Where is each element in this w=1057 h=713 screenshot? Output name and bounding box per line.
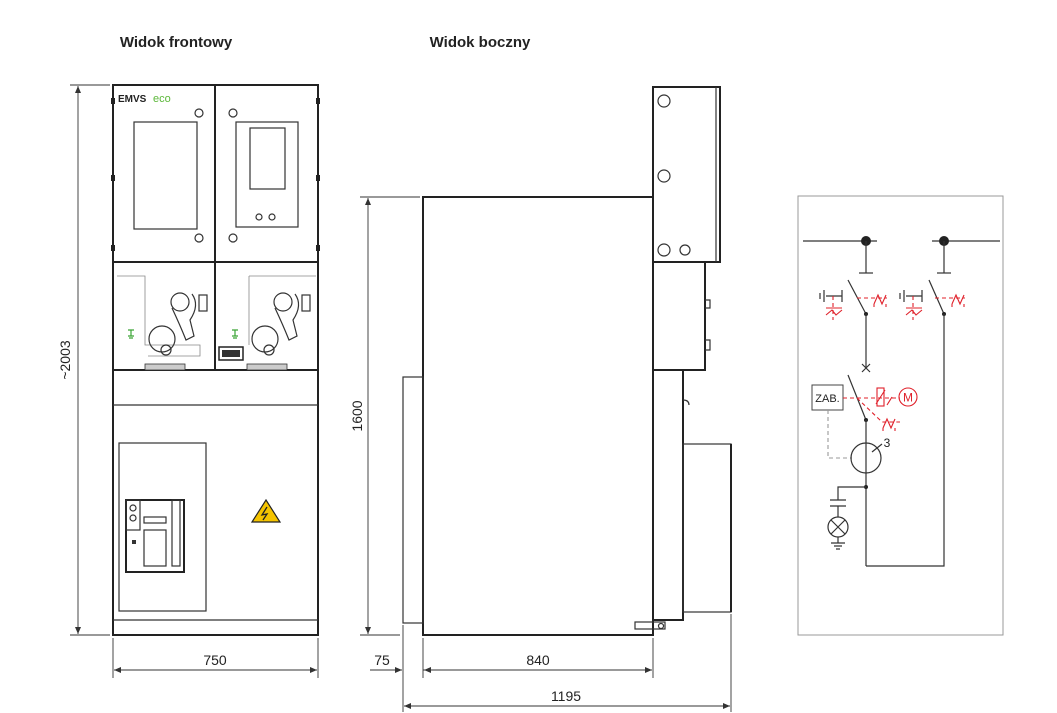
single-line-schematic: ZAB. M 3 — [797, 195, 1004, 636]
svg-text:1600: 1600 — [349, 400, 365, 431]
front-door-plate — [402, 376, 424, 624]
svg-text:840: 840 — [526, 652, 550, 668]
door-screw-icon — [228, 108, 238, 118]
dimension-height-total: ~2003 — [57, 84, 110, 636]
svg-text:1195: 1195 — [551, 688, 581, 704]
dimension-depth-total: 1195 — [404, 614, 732, 712]
dimension-side-height: 1600 — [349, 196, 420, 636]
side-view — [402, 86, 732, 636]
svg-text:~2003: ~2003 — [57, 340, 73, 380]
relay-panel — [249, 127, 286, 190]
switch-mechanism-right — [218, 275, 316, 371]
protection-relay-box — [811, 384, 844, 411]
dimension-offset: 75 — [370, 625, 440, 712]
dimension-depth: 840 — [424, 638, 654, 678]
indicator-lamp-icon — [827, 516, 849, 550]
door-screw-icon — [228, 233, 238, 243]
earth-icon — [232, 329, 238, 339]
front-view-title: Widok frontowy — [120, 34, 233, 51]
svg-text:75: 75 — [374, 652, 390, 668]
earth-switch-icon — [899, 290, 923, 302]
door-screw-icon — [194, 108, 204, 118]
warning-high-voltage-icon — [250, 498, 282, 523]
logo-brand: EMVS — [118, 94, 147, 105]
dimension-front-width: 750 — [112, 638, 319, 678]
earth-icon — [128, 329, 134, 339]
breaker-compartment — [118, 442, 207, 612]
current-transformer-icon — [850, 442, 882, 474]
motor-drive-icon — [898, 387, 918, 407]
svg-text:3: 3 — [884, 436, 891, 450]
svg-text:750: 750 — [203, 652, 227, 668]
rear-plate — [682, 443, 732, 613]
logo-suffix: eco — [153, 93, 171, 105]
svg-text:ZAB.: ZAB. — [815, 393, 839, 405]
capacitor-icon — [830, 486, 866, 517]
relay-box — [652, 86, 721, 263]
load-switch-left — [847, 279, 867, 315]
door-window — [133, 121, 198, 230]
switch-mechanism-left — [117, 275, 208, 371]
load-switch-right — [928, 279, 945, 315]
door-screw-icon — [194, 233, 204, 243]
front-view: EMVS eco — [111, 84, 320, 636]
earth-switch-icon — [819, 290, 843, 302]
circuit-breaker — [125, 499, 185, 573]
side-view-title: Widok boczny — [430, 34, 531, 51]
svg-text:M: M — [903, 391, 913, 405]
